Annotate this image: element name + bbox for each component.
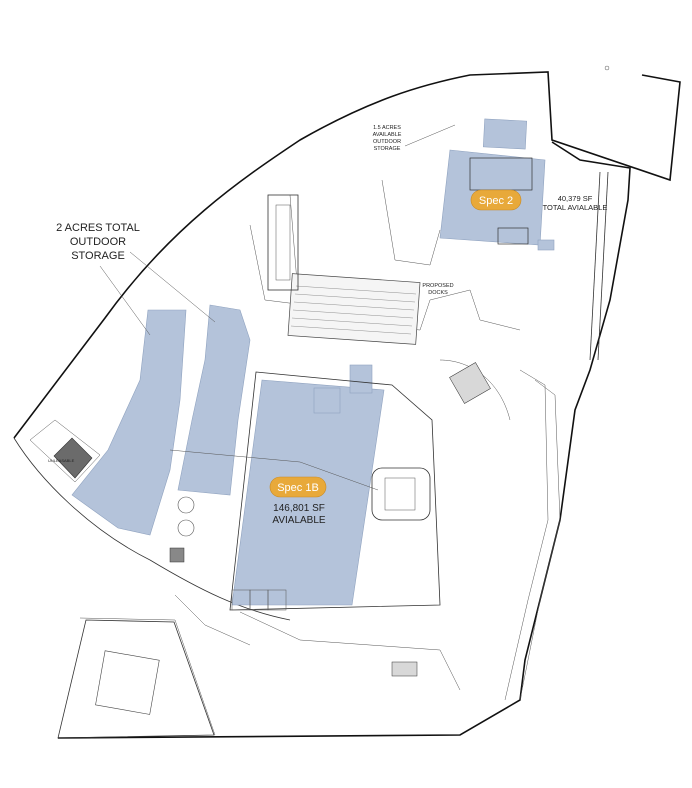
unleasable-parcel-outline: [29, 419, 101, 483]
spec-1b-badge[interactable]: Spec 1B: [269, 476, 327, 498]
equipment-pad: [169, 547, 185, 563]
spec-1b-annex: [313, 387, 341, 414]
canopy-hatching: [290, 285, 417, 335]
spec-2-badge[interactable]: Spec 2: [470, 189, 522, 211]
rail-spur: [597, 171, 609, 361]
outdoor-storage-west-leader: [99, 265, 151, 336]
storage-tank: [177, 519, 195, 537]
spec-2-interior: [497, 227, 529, 245]
leader-line: [169, 449, 379, 491]
canopy-structure: [287, 273, 421, 345]
access-road-outline: [519, 379, 561, 701]
svg-text:Spec 1B: Spec 1B: [277, 482, 319, 494]
spec-1b-area-label: 146,801 SF AVIALABLE: [272, 503, 326, 526]
svg-text:Spec 2: Spec 2: [479, 195, 513, 207]
outdoor-storage-west-leader: [129, 251, 216, 323]
svg-text:AVAILABLE: AVAILABLE: [373, 132, 402, 138]
rail-spur: [589, 171, 601, 361]
spec-1b-annex: [349, 364, 373, 394]
svg-text:TOTAL AVIALABLE: TOTAL AVIALABLE: [543, 203, 608, 212]
turnaround-loop: [371, 467, 431, 521]
access-road-outline: [381, 179, 441, 266]
warehouse-old: [267, 194, 299, 291]
spec-2-dock: [537, 239, 555, 251]
property-boundary: [13, 71, 681, 439]
svg-text:OUTDOOR: OUTDOOR: [70, 236, 126, 248]
unleasable-parcel: [53, 437, 93, 479]
svg-text:AVIALABLE: AVIALABLE: [272, 515, 326, 526]
outdoor-storage-west: [71, 309, 187, 536]
svg-text:40,379 SF: 40,379 SF: [558, 194, 593, 203]
outdoor-storage-north-leader: [404, 124, 456, 147]
outdoor-storage-west-label: 2 ACRES TOTAL OUTDOOR STORAGE: [56, 222, 140, 262]
proposed-docks-label: PROPOSED DOCKS: [422, 283, 453, 296]
access-road-outline: [174, 594, 251, 646]
southwest-building: [95, 650, 160, 715]
svg-text:1.5 ACRES: 1.5 ACRES: [373, 125, 401, 131]
spec-1b-building-outline: [229, 371, 441, 611]
storage-tank: [177, 496, 195, 514]
access-road-outline: [79, 617, 216, 736]
turnaround-pad: [384, 477, 416, 511]
survey-marker: [604, 65, 610, 71]
svg-text:STORAGE: STORAGE: [71, 250, 125, 262]
svg-text:146,801 SF: 146,801 SF: [273, 503, 325, 514]
southwest-parcel: [57, 619, 215, 739]
svg-text:2 ACRES TOTAL: 2 ACRES TOTAL: [56, 222, 140, 234]
access-road-outline: [504, 369, 549, 701]
warehouse-old: [275, 204, 291, 281]
svg-text:OUTDOOR: OUTDOOR: [373, 139, 401, 145]
spec-2-area-label: 40,379 SF TOTAL AVIALABLE: [543, 194, 608, 212]
svg-text:DOCKS: DOCKS: [428, 290, 448, 296]
outdoor-storage-north-label: 1.5 ACRES AVAILABLE OUTDOOR STORAGE: [373, 125, 402, 152]
access-road-outline: [239, 611, 461, 691]
stair-hatch: [391, 362, 491, 677]
boundary-west-curve: [13, 437, 291, 621]
unleasable-label: UNLEASABLE: [48, 458, 75, 463]
spec-2-annex: [482, 118, 528, 150]
spec-1b-dock-cell: [267, 589, 287, 611]
svg-text:PROPOSED: PROPOSED: [422, 283, 453, 289]
outdoor-storage-central: [177, 304, 251, 496]
svg-text:STORAGE: STORAGE: [374, 146, 401, 152]
